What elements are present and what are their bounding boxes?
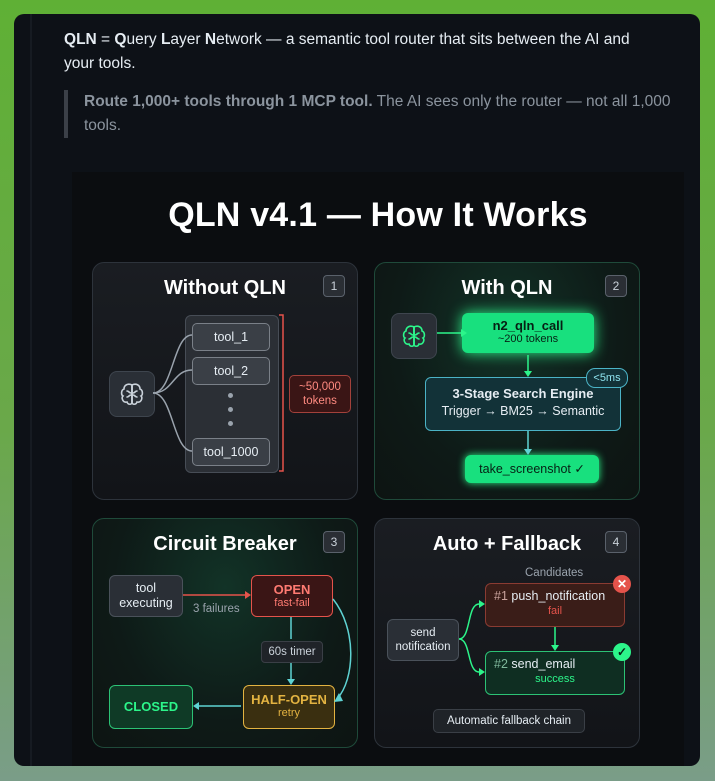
card-title: Without QLN: [163, 277, 286, 299]
brain-icon: [391, 313, 437, 359]
success-check-icon: ✓: [613, 643, 631, 661]
infographic-image: QLN v4.1 — How It Works Without QLN 1 to…: [72, 172, 684, 766]
card-title: Circuit Breaker: [153, 533, 297, 555]
half-open-state-node: HALF-OPEN retry: [243, 685, 335, 729]
card-with-qln: With QLN 2 n2_qln_call ~200 tokens 3-Sta…: [374, 262, 640, 500]
latency-badge: <5ms: [586, 368, 628, 388]
send-notification-node: send notification: [387, 619, 459, 661]
open-state-node: OPEN fast-fail: [251, 575, 333, 617]
failures-label: 3 failures: [193, 603, 240, 615]
result-tool-node: take_screenshot ✓: [465, 455, 599, 483]
card-number: 4: [605, 531, 627, 553]
fallback-chain-badge: Automatic fallback chain: [433, 709, 585, 733]
ellipsis-dots: [228, 393, 234, 426]
connectors: [437, 329, 532, 455]
candidate-2-node: #2 send_email success: [485, 651, 625, 695]
card-without-qln: Without QLN 1 tool_1 tool_2 tool_1000: [92, 262, 358, 500]
intro-paragraph: QLN = Query Layer Network — a semantic t…: [64, 31, 630, 72]
card-number: 2: [605, 275, 627, 297]
connectors: [152, 314, 284, 472]
card-title: Auto + Fallback: [432, 533, 582, 555]
blockquote: Route 1,000+ tools through 1 MCP tool. T…: [64, 90, 679, 138]
connectors: [183, 591, 352, 710]
candidates-label: Candidates: [525, 567, 584, 579]
candidate-1-node: #1 push_notification fail: [485, 583, 625, 627]
content-panel: QLN = Query Layer Network — a semantic t…: [14, 14, 700, 766]
brain-icon: [109, 371, 155, 417]
card-number: 3: [323, 531, 345, 553]
tool-item: tool_1: [192, 323, 270, 351]
card-auto-fallback: Auto + Fallback 4 Candidates send notifi…: [374, 518, 640, 748]
card-number: 1: [323, 275, 345, 297]
left-rule: [30, 14, 32, 766]
closed-state-node: CLOSED: [109, 685, 193, 729]
connectors: [458, 600, 559, 676]
tool-item: tool_2: [192, 357, 270, 385]
card-circuit-breaker: Circuit Breaker 3 tool executing 3 failu…: [92, 518, 358, 748]
timer-badge: 60s timer: [261, 641, 323, 663]
router-call-node: n2_qln_call ~200 tokens: [462, 313, 594, 353]
search-engine-node: 3-Stage Search Engine Trigger → BM25 → S…: [425, 377, 621, 431]
fail-x-icon: ✕: [613, 575, 631, 593]
card-title: With QLN: [461, 277, 553, 299]
tool-item: tool_1000: [192, 438, 270, 466]
infographic-title: QLN v4.1 — How It Works: [168, 196, 588, 234]
tool-executing-node: tool executing: [109, 575, 183, 617]
token-cost-badge: ~50,000 tokens: [289, 375, 351, 413]
